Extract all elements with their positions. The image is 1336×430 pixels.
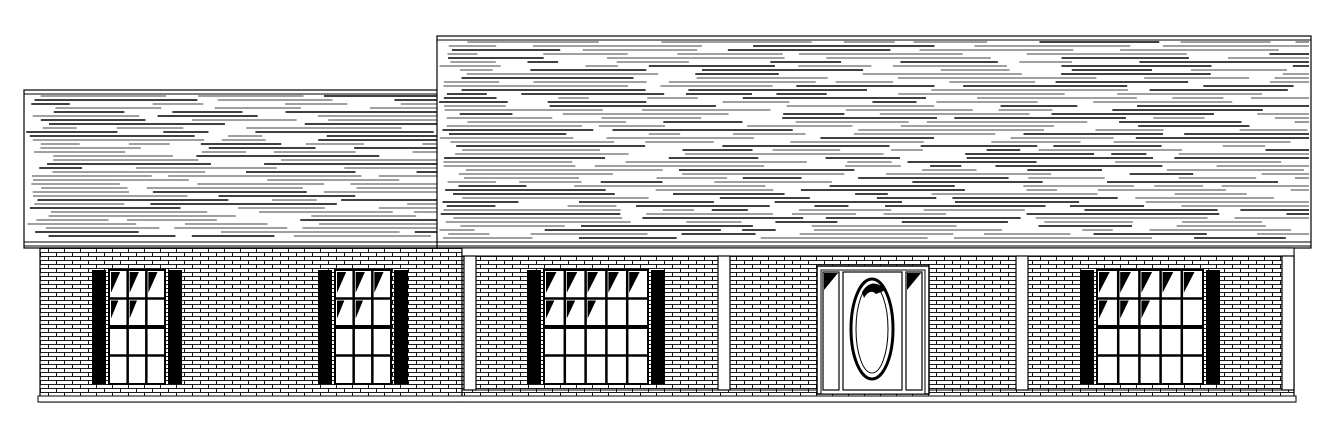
left-low-roof [23,89,441,249]
porch-column [1015,255,1029,391]
shutter-right [394,270,408,384]
front-door [816,265,930,395]
window-1 [92,269,182,385]
foundation-line [37,395,1297,403]
door-sidelight-right [905,271,923,391]
right-high-roof [436,35,1312,249]
porch-column [1281,255,1295,391]
window-2 [318,269,408,385]
porch-beam [461,247,1295,257]
window-3 [527,269,665,385]
shutter-right [168,270,182,384]
porch-column [717,255,731,391]
shutter-left [527,270,541,384]
porch-column [463,255,477,391]
shutter-right [1206,270,1220,384]
shutter-left [1080,270,1094,384]
window-4 [1080,269,1220,385]
door-slab [842,271,903,391]
eave-line [24,241,1311,247]
shutter-right [651,270,665,384]
door-sidelight-left [822,271,840,391]
shutter-left [318,270,332,384]
shutter-left [92,270,106,384]
